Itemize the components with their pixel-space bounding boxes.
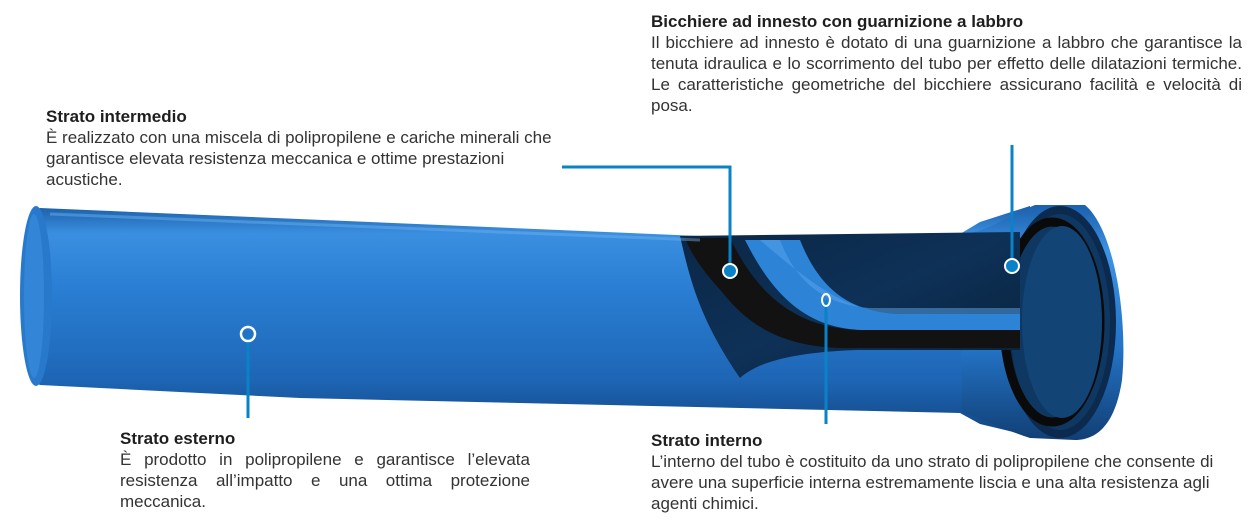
callout-strato-interno: Strato interno L’interno del tubo è cost… bbox=[651, 430, 1242, 514]
callout-text: È prodotto in polipropilene e garantisce… bbox=[120, 450, 530, 511]
callout-strato-intermedio: Strato intermedio È realizzato con una m… bbox=[46, 106, 556, 190]
marker-intermedio bbox=[722, 263, 738, 279]
marker-esterno bbox=[239, 325, 257, 343]
inner-layer-band bbox=[685, 238, 1020, 349]
callout-strato-esterno: Strato esterno È prodotto in polipropile… bbox=[120, 428, 530, 512]
callout-title: Strato esterno bbox=[120, 429, 236, 448]
callout-text: Il bicchiere ad innesto è dotato di una … bbox=[651, 33, 1242, 115]
callout-title: Strato interno bbox=[651, 431, 763, 450]
callout-bicchiere: Bicchiere ad innesto con guarnizione a l… bbox=[651, 11, 1242, 116]
callout-text: È realizzato con una miscela di poliprop… bbox=[46, 128, 552, 189]
marker-bicchiere bbox=[1004, 258, 1020, 274]
leader-line-intermedio bbox=[562, 165, 732, 270]
marker-interno bbox=[821, 293, 831, 307]
callout-title: Bicchiere ad innesto con guarnizione a l… bbox=[651, 12, 1024, 31]
callout-title: Strato intermedio bbox=[46, 107, 187, 126]
callout-text: L’interno del tubo è costituito da uno s… bbox=[651, 452, 1214, 513]
inner-blue-strip bbox=[745, 240, 1020, 330]
